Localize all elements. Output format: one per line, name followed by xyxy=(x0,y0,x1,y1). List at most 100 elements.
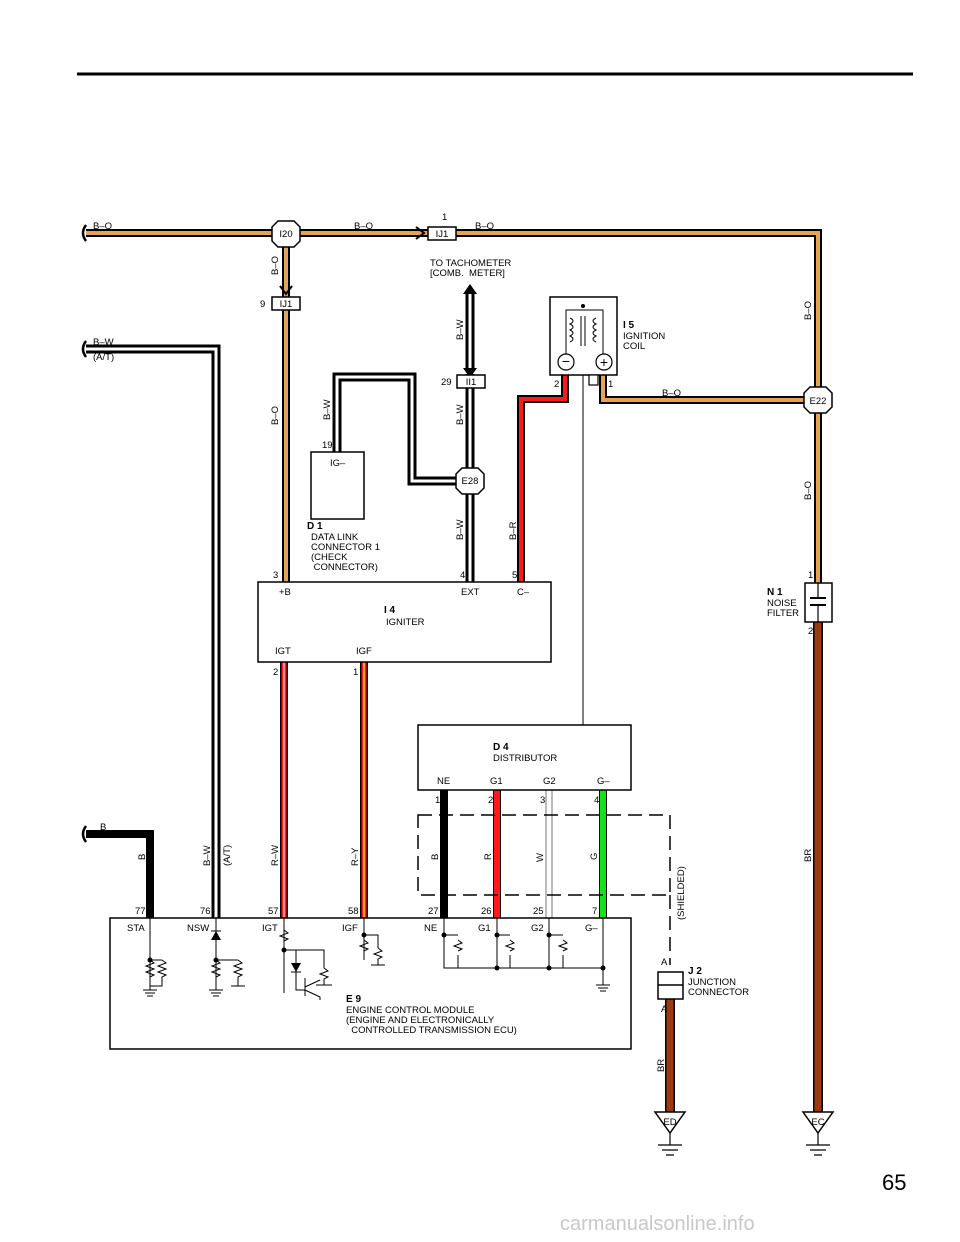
pin-number: 2 xyxy=(554,379,559,390)
ignition-coil: − + I 5 IGNITION COIL xyxy=(549,296,665,386)
igniter-pin-plusb: +B xyxy=(279,587,291,598)
wire-label-bo: B–O xyxy=(475,221,494,232)
pin-number: 1 xyxy=(808,570,813,581)
wire-label-bw: B–W xyxy=(455,319,466,340)
n1-name-2: FILTER xyxy=(767,608,799,619)
pin-number-group: 1 9 29 19 2 1 3 4 5 2 1 1 2 1 2 3 4 77 7… xyxy=(135,212,813,917)
e9-name-3: CONTROLLED TRANSMISSION ECU) xyxy=(346,1025,517,1036)
br-igniter-wire xyxy=(517,375,569,582)
ecm-pin-sta: STA xyxy=(127,923,145,934)
ecm-pin-g1: G1 xyxy=(478,923,491,934)
d1-pin-name: IG– xyxy=(330,458,346,469)
e22-label: E22 xyxy=(810,396,827,407)
br-wires xyxy=(665,622,823,1112)
coil-name-1: IGNITION xyxy=(623,331,665,342)
pin-number: 76 xyxy=(200,906,211,917)
d1-name-2: CONNECTOR 1 xyxy=(311,542,380,553)
tach-label-2: [COMB. METER] xyxy=(430,268,505,279)
distributor-ecm-wires xyxy=(440,790,607,918)
wire-label-bw: B–W xyxy=(93,337,114,348)
shield-outline xyxy=(417,814,671,965)
ecm-pin-igf: IGF xyxy=(342,923,358,934)
connector-ij1-mid: IJ1 xyxy=(271,285,301,311)
igt-igf-wires xyxy=(280,662,368,918)
pin-number: 57 xyxy=(268,906,279,917)
i20-label: I20 xyxy=(279,229,292,240)
pin-number: 3 xyxy=(273,570,278,581)
d4-code: D 4 xyxy=(493,742,509,753)
igniter-pin-igf: IGF xyxy=(356,646,372,657)
pin-number: 25 xyxy=(533,906,544,917)
coil-code: I 5 xyxy=(623,320,635,331)
pin-number: 29 xyxy=(441,377,452,388)
pin-number: 58 xyxy=(348,906,359,917)
j2-pin-a-bot: A xyxy=(661,1004,668,1015)
pin-number: 27 xyxy=(428,906,439,917)
wire-label-bw: B–W xyxy=(455,519,466,540)
wire-label-b: B xyxy=(430,854,441,860)
pin-number: 2 xyxy=(273,667,278,678)
pin-number: 1 xyxy=(353,667,358,678)
n1-code: N 1 xyxy=(767,587,783,598)
d1-name-1: DATA LINK xyxy=(311,532,359,543)
wire-label-bo: B–O xyxy=(354,221,373,232)
wire-label-bw: B–W xyxy=(202,845,213,866)
d4-pin-gminus: G– xyxy=(597,776,610,787)
igniter-pin-igt: IGT xyxy=(275,646,291,657)
wire-label-at: (A/T) xyxy=(93,352,114,363)
wire-label-g: G xyxy=(589,853,600,860)
d4-name: DISTRIBUTOR xyxy=(493,753,557,764)
wire-label-bo: B–O xyxy=(803,301,814,320)
pin-number: 1 xyxy=(435,795,440,806)
wire-label-at: (A/T) xyxy=(222,845,233,866)
igt-diode-icon xyxy=(291,963,301,972)
igniter-code: I 4 xyxy=(384,605,396,616)
pin-number: 5 xyxy=(512,570,517,581)
d4-pin-ne: NE xyxy=(437,776,450,787)
connector-i20: I20 xyxy=(271,220,301,248)
pin-number: 77 xyxy=(135,906,146,917)
pin-number: 2 xyxy=(488,795,493,806)
wire-label-br: B–R xyxy=(508,521,519,540)
noise-filter: N 1 NOISE FILTER xyxy=(767,582,833,623)
e28-label: E28 xyxy=(462,476,479,487)
ed-label: ED xyxy=(663,1117,676,1128)
ecm-pin-g2: G2 xyxy=(531,923,544,934)
wire-label-w: W xyxy=(535,853,546,862)
coil-name-2: COIL xyxy=(623,341,645,352)
wire-label-br: BR xyxy=(656,1059,667,1072)
wire-label-b: B xyxy=(100,822,106,833)
ecm-pin-nsw: NSW xyxy=(187,923,209,934)
tach-label-1: TO TACHOMETER xyxy=(430,258,511,269)
engine-control-module: STA NSW IGT IGF NE G1 G2 G– E 9 ENGINE C… xyxy=(109,917,632,1050)
ground-ed: ED xyxy=(653,1111,687,1156)
svg-text:−: − xyxy=(562,353,570,369)
d4-pin-g2: G2 xyxy=(543,776,556,787)
pin-number: 9 xyxy=(260,299,265,310)
ground-ec: EC xyxy=(801,1111,835,1156)
ecm-pin-gminus: G– xyxy=(585,923,598,934)
wire-end-marks xyxy=(81,224,88,843)
wire-label-bo: B–O xyxy=(93,221,112,232)
e9-name-2: (ENGINE AND ELECTRONICALLY xyxy=(346,1015,495,1026)
wire-label-ry: R–Y xyxy=(350,847,361,866)
d4-pin-g1: G1 xyxy=(490,776,503,787)
j2-code: J 2 xyxy=(688,966,702,977)
pin-number: 19 xyxy=(322,440,333,451)
connector-ii1: II1 xyxy=(456,374,486,389)
wire-label-bo: B–O xyxy=(662,388,681,399)
j2-name-2: CONNECTOR xyxy=(688,987,749,998)
wire-label-br: BR xyxy=(803,849,814,862)
ecm-pin-igt: IGT xyxy=(262,923,278,934)
pin-number: 4 xyxy=(594,795,599,806)
page-number: 65 xyxy=(882,1170,906,1195)
igniter-pin-ext: EXT xyxy=(461,587,480,598)
wire-label-group: B–O B–O B–O B–O B–O B–O B–O B–O B–W (A/T… xyxy=(93,221,814,1072)
wire-label-bw: B–W xyxy=(322,399,333,420)
pin-number: 2 xyxy=(808,626,813,637)
ii1-label: II1 xyxy=(466,377,477,388)
bw-wires xyxy=(86,284,477,918)
pin-number: 7 xyxy=(592,906,597,917)
svg-text:+: + xyxy=(600,354,608,370)
